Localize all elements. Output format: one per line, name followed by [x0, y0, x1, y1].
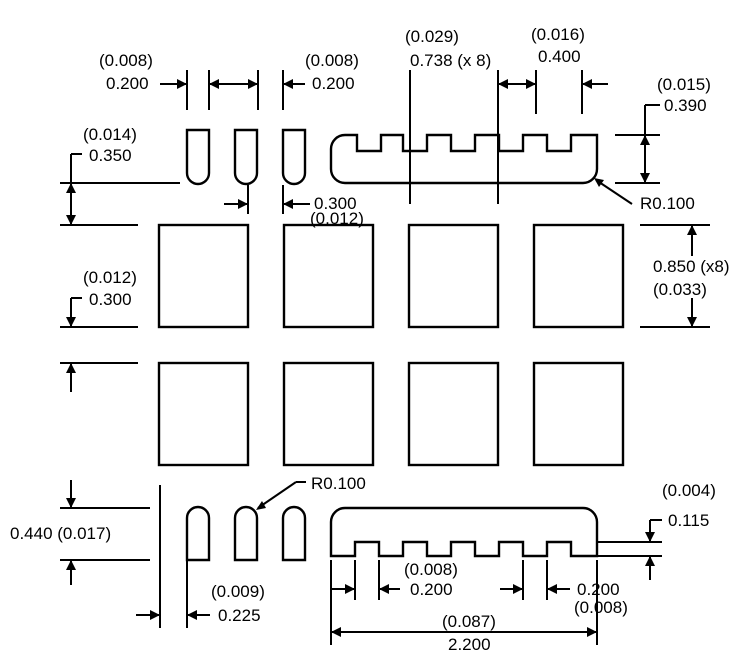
- pad-pitch-top-mm: 0.200: [312, 74, 355, 93]
- pad-h-mm: 0.350: [89, 146, 132, 165]
- row-gap-mm: 0.300: [89, 290, 132, 309]
- dimension-labels: (0.008) 0.200 (0.008) 0.200 (0.029) 0.73…: [10, 25, 730, 654]
- notch-h-in: (0.015): [657, 75, 711, 94]
- bar-len-mm: 2.200: [448, 635, 491, 654]
- large-pad-r1-c3: [407, 223, 500, 329]
- row-gap-in: (0.012): [83, 268, 137, 287]
- bottom-pad-h: 0.440 (0.017): [10, 524, 111, 543]
- pitch-x8-mm: 0.738 (x 8): [410, 51, 491, 70]
- top-small-pad-2: [233, 128, 259, 186]
- top-small-pad-1: [185, 128, 211, 186]
- bottom-tooth2-mm: 0.200: [577, 580, 620, 599]
- edge-offset-in: (0.009): [211, 582, 265, 601]
- bottom-small-pads: [185, 505, 307, 562]
- large-pad-r2-c3: [407, 361, 500, 467]
- pad-w-in: (0.012): [310, 209, 364, 228]
- bar-len-in: (0.087): [442, 612, 496, 631]
- large-pad-r1-c1: [157, 223, 250, 329]
- top-small-pads: [185, 128, 307, 186]
- bottom-small-pad-3: [281, 505, 307, 562]
- radius-bottom: R0.100: [311, 474, 366, 493]
- pad-pitch-top-in: (0.008): [305, 51, 359, 70]
- notch-w-mm: 0.400: [538, 47, 581, 66]
- top-small-pad-3: [281, 128, 307, 186]
- bottom-small-pad-1: [185, 505, 211, 562]
- top-notched-bar: [329, 133, 599, 185]
- bottom-tooth-mm: 0.200: [410, 580, 453, 599]
- large-pad-r1-c2: [282, 223, 375, 329]
- bottom-notch-in: (0.004): [662, 481, 716, 500]
- large-pad-r2-c2: [282, 361, 375, 467]
- pad-h-in: (0.014): [83, 125, 137, 144]
- pad-gap-top-in: (0.008): [99, 51, 153, 70]
- bottom-small-pad-2: [233, 505, 259, 562]
- pad-gap-top-mm: 0.200: [106, 74, 149, 93]
- radius-top: R0.100: [640, 194, 695, 213]
- large-pad-h-mm: 0.850 (x8): [653, 257, 730, 276]
- large-pads: [157, 223, 625, 467]
- bottom-tooth2-in: (0.008): [574, 598, 628, 617]
- bottom-tooth-in: (0.008): [404, 560, 458, 579]
- dimension-lines: [60, 70, 710, 645]
- pad-w-mm: 0.300: [314, 194, 357, 213]
- notch-w-in: (0.016): [531, 25, 585, 44]
- large-pad-r2-c4: [532, 361, 625, 467]
- edge-offset-mm: 0.225: [218, 606, 261, 625]
- large-pad-r2-c1: [157, 361, 250, 467]
- bottom-notched-bar: [329, 506, 599, 558]
- large-pad-h-in: (0.033): [653, 280, 707, 299]
- large-pad-r1-c4: [532, 223, 625, 329]
- notch-h-mm: 0.390: [664, 96, 707, 115]
- bottom-notch-mm: 0.115: [668, 511, 709, 530]
- pitch-x8-in: (0.029): [405, 27, 459, 46]
